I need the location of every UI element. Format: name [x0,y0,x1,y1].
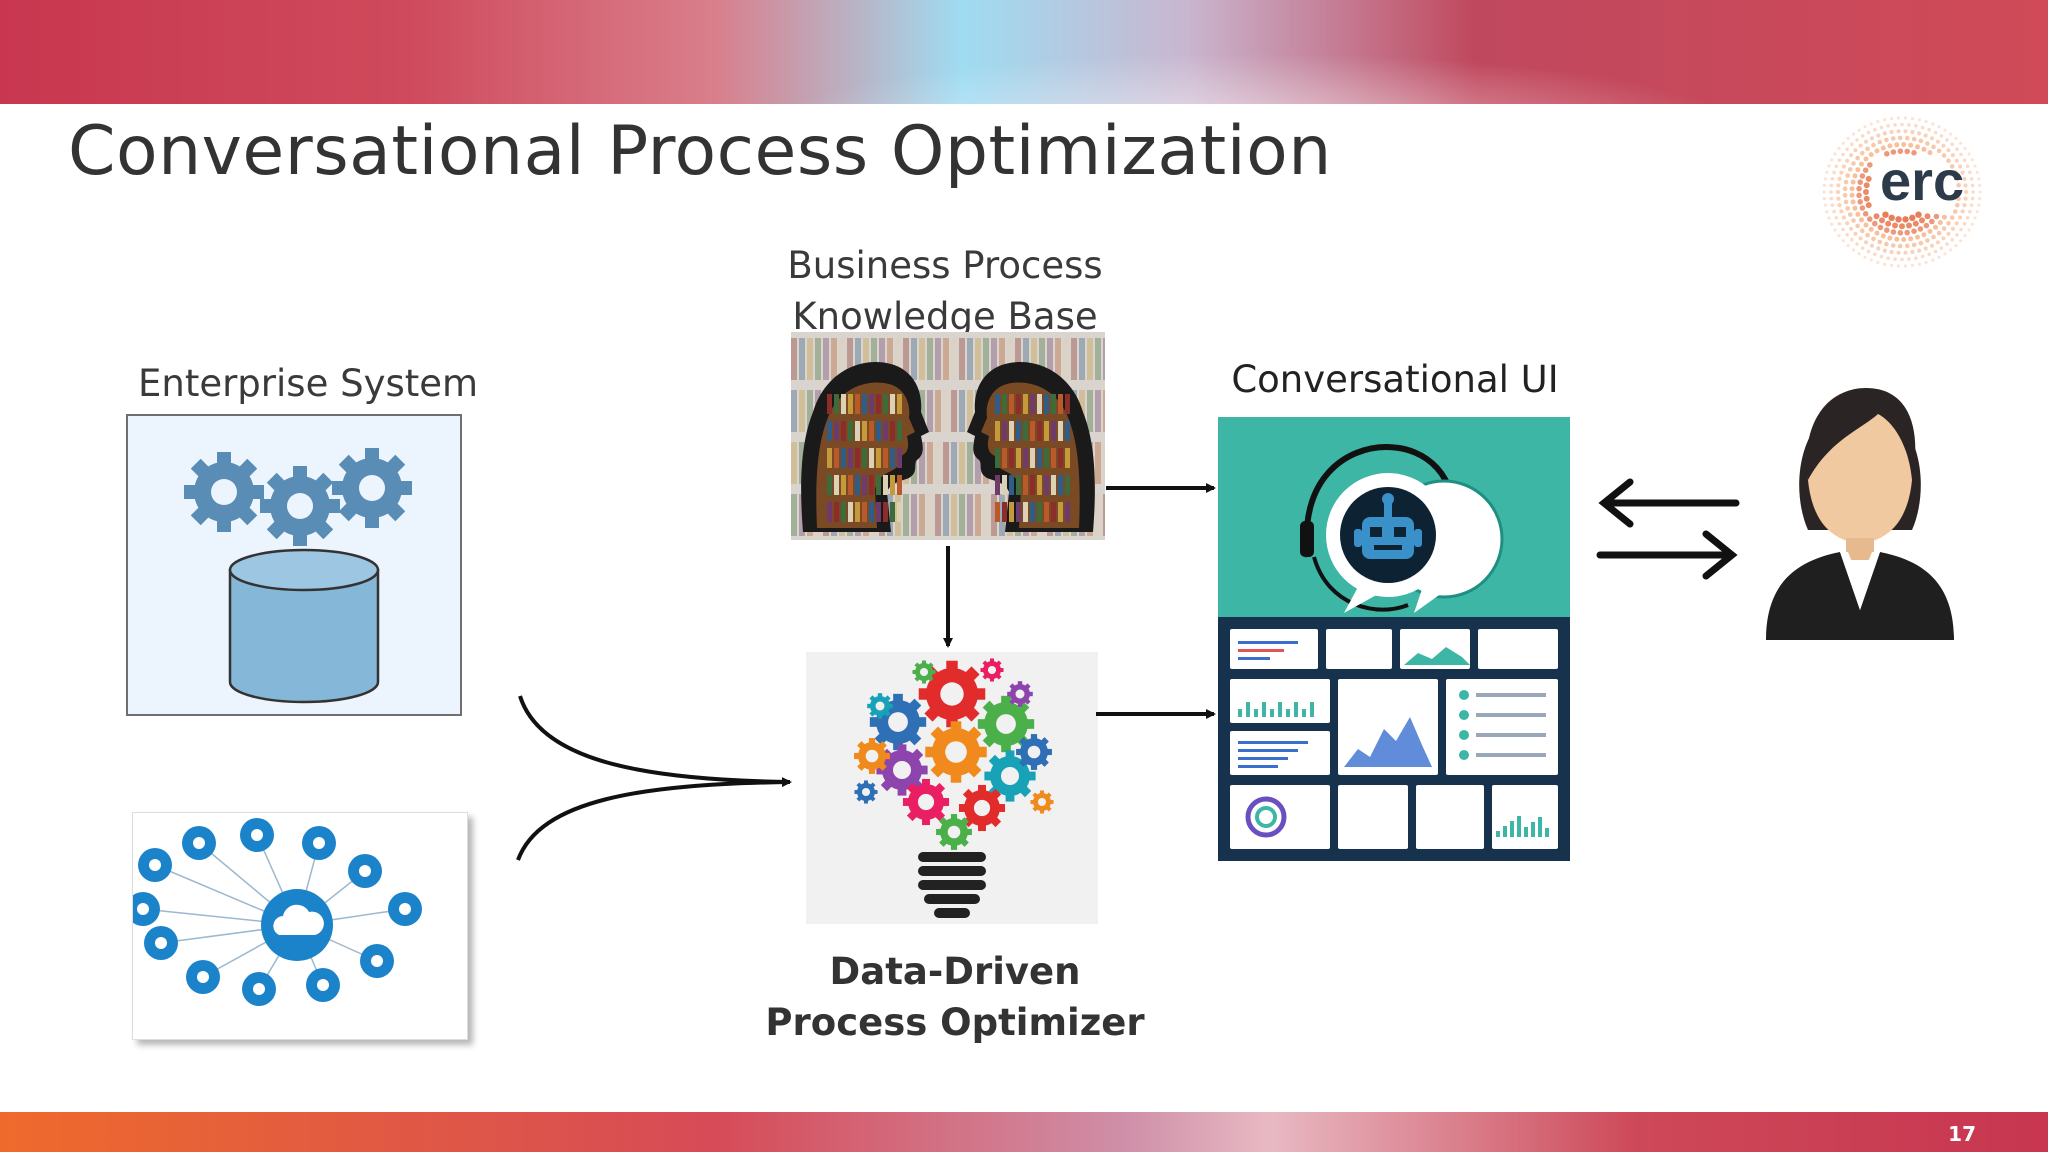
arrow-iot-to-optimizer [516,777,792,861]
label-bp-line1: Business Process [787,244,1103,287]
arrow-enterprise-to-optimizer [518,695,791,784]
gear-icon [1016,734,1052,770]
label-dd-line2: Process Optimizer [765,1001,1145,1044]
label-conversational-ui: Conversational UI [1231,358,1559,401]
gear-icon [332,448,412,528]
gear-lightbulb-illustration [854,658,1054,918]
gear-icon [936,814,972,850]
label-dd-line1: Data-Driven [829,950,1081,993]
optimizer-lightbulb-image [806,652,1098,924]
dashboard-illustration [1230,629,1558,849]
gear-icon [1007,681,1033,707]
knowledge-base-image [791,332,1105,540]
slide-number: 17 [1948,1122,1976,1146]
dashboard-panel [1492,785,1558,849]
erc-logo: erc [1822,116,1982,268]
slide-title: Conversational Process Optimization [68,112,1332,191]
gear-icon [260,466,340,546]
left-head-silhouette [801,362,929,532]
dashboard-panel [1478,629,1558,669]
dashboard-panel [1446,679,1558,775]
gear-icon [184,452,264,532]
dashboard-panel [1338,785,1408,849]
label-data-driven-optimizer: Data-Driven Process Optimizer [760,946,1150,1048]
label-enterprise-system: Enterprise System [138,362,479,405]
cloud-icon [261,889,333,961]
label-business-process-kb: Business Process Knowledge Base [760,240,1130,342]
gear-icon [977,695,1035,753]
iot-network-box [126,812,468,1040]
erc-logo-text: erc [1880,149,1964,212]
dashboard-panel [1416,785,1484,849]
chatbot-illustration [1300,443,1504,613]
gear-icon [918,660,986,728]
gear-icon [854,738,890,774]
chatbot-image [1218,417,1570,617]
top-decorative-band [0,0,2048,104]
bidirectional-arrow-icon [1596,478,1740,580]
iot-network-illustration [126,818,422,1006]
label-bp-line2: Knowledge Base [792,295,1098,338]
dashboard-panel [1230,785,1330,849]
analytics-dashboard-image [1218,617,1570,861]
dashboard-panel [1326,629,1392,669]
database-icon [228,548,380,704]
gear-icon [912,660,936,684]
bookshelf-heads-illustration [791,332,1105,540]
bulb-base-icon [918,852,986,918]
gear-icon [867,693,893,719]
gear-icon [958,784,1006,832]
gear-icon [1030,790,1054,814]
dashboard-panel [1230,731,1330,775]
enterprise-system-box [126,414,462,716]
gear-icon [980,658,1004,682]
robot-face-icon [1340,487,1436,583]
enterprise-illustration [184,448,412,704]
right-head-silhouette [967,362,1095,532]
user-avatar-icon [1766,388,1954,640]
gear-icon [854,780,878,804]
gear-icon [902,778,950,826]
gear-icon [925,721,987,783]
headset-left-icon [1300,521,1314,557]
erc-dot-halo [1822,116,1982,268]
bottom-decorative-band [0,1112,2048,1152]
